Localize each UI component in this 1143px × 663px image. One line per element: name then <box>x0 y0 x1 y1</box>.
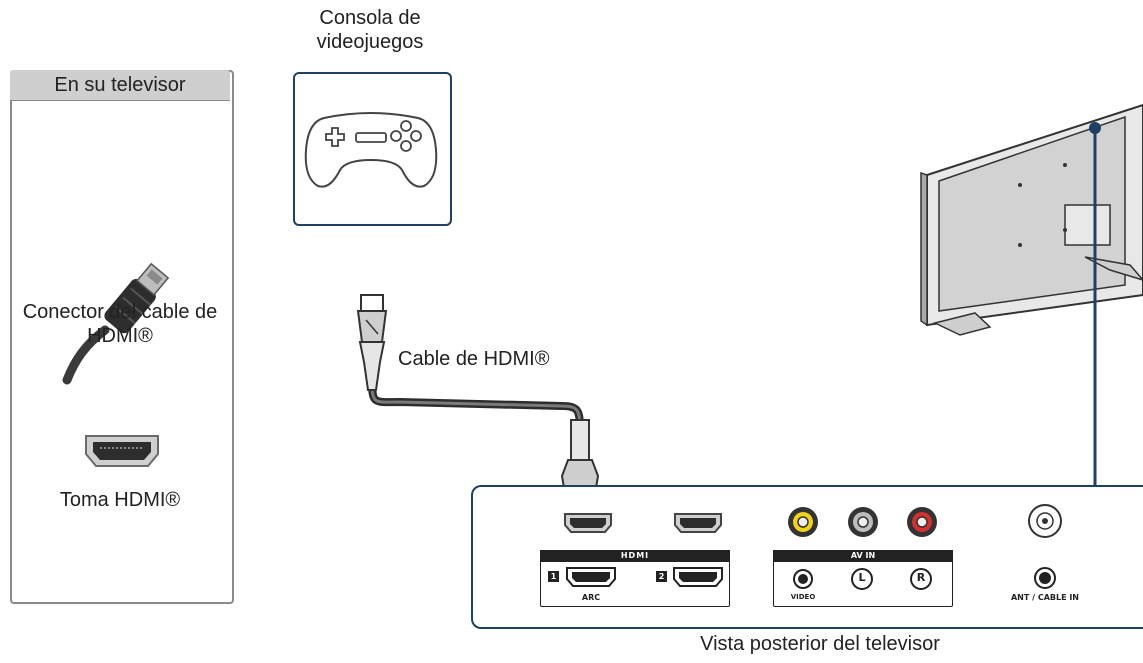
av-yellow-jack <box>788 507 818 537</box>
hdmi-port-2-jack <box>674 513 722 533</box>
legend-header <box>10 70 230 101</box>
jack-label: Toma HDMI® <box>59 489 181 511</box>
r-jack-symbol <box>910 568 932 590</box>
hdmi-connector-icon <box>62 262 170 385</box>
console-label: Consola de videojuegos <box>316 7 424 53</box>
hdmi-title-bar <box>540 550 730 562</box>
hdmi-port-1-number: 1 <box>548 571 559 582</box>
hdmi-port-2-number: 2 <box>656 571 667 582</box>
cable-label: Cable de HDMI® <box>398 348 550 370</box>
gamepad-icon <box>304 112 438 188</box>
av-in-title-bar <box>773 550 953 562</box>
ant-label: ANT / CABLE IN <box>1010 593 1079 602</box>
callout-line <box>1089 122 1101 488</box>
hdmi-port-1-outline <box>566 567 616 587</box>
rear-view-label: Vista posterior del televisor <box>700 633 940 655</box>
hdmi-title: HDMI <box>620 551 650 560</box>
av-in-title: AV IN <box>850 551 876 560</box>
legend-panel <box>10 70 234 604</box>
hdmi-jack-icon <box>85 435 159 467</box>
av-red-jack <box>907 507 937 537</box>
legend-header-label: En su televisor <box>54 74 186 96</box>
hdmi-port-1-jack <box>564 513 612 533</box>
tv-rear-icon <box>920 103 1143 336</box>
video-label: VIDEO <box>790 593 816 601</box>
ant-jack-symbol <box>1034 567 1056 589</box>
video-jack-symbol <box>793 569 813 589</box>
coax-jack <box>1028 504 1062 538</box>
r-label: R <box>916 571 926 584</box>
l-label: L <box>858 571 866 584</box>
connector-label: Conector del cable de HDMI® <box>22 301 218 347</box>
av-white-jack <box>848 507 878 537</box>
arc-label: ARC <box>581 593 601 602</box>
l-jack-symbol <box>851 568 873 590</box>
hdmi-port-2-outline <box>673 567 723 587</box>
